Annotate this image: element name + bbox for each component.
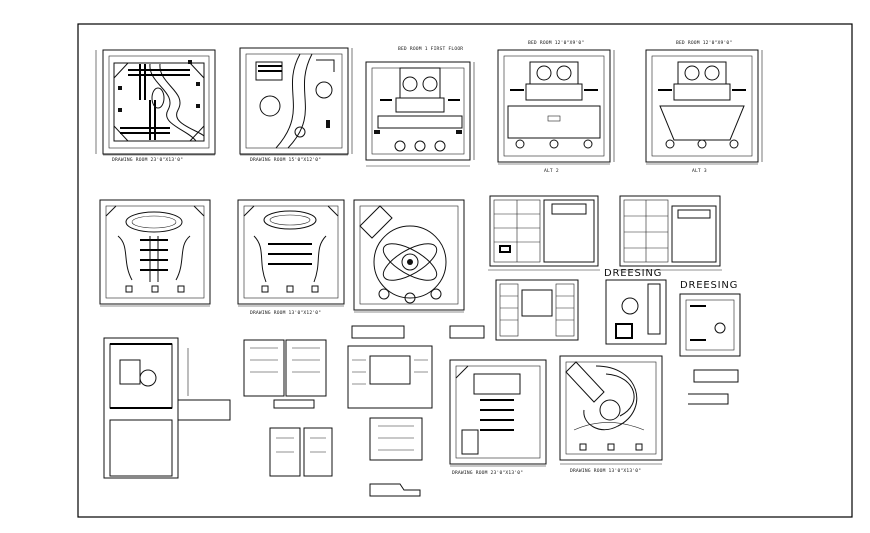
center-elevations — [347, 325, 485, 497]
label-bed-room-first-floor: BED ROOM 1 FIRST FLOOR — [398, 46, 463, 52]
tv-unit-elevation — [495, 279, 579, 341]
wardrobe-elevation-1 — [488, 195, 600, 271]
label-drawing-room-2: DRAWING ROOM 15'0"X12'0" — [250, 157, 321, 163]
label-drawing-room-3: DRAWING ROOM 13'0"X12'0" — [250, 310, 321, 316]
sheet-border — [77, 23, 853, 518]
ceiling-plan-drawing-room-5: DRAWING ROOM 23'0"X13'0" — [449, 359, 547, 476]
ceiling-plan-bed-room-first-floor: BED ROOM 1 FIRST FLOOR — [365, 46, 475, 167]
ceiling-plan-bed-room-alt-3: BED ROOM 12'0"X9'0" ALT 3 — [645, 40, 763, 174]
floor-plan-site — [103, 337, 231, 479]
dressing-plan-2 — [679, 293, 741, 405]
label-dressing-1: DREESING — [604, 268, 662, 279]
ceiling-plan-curved-lounge: DRAWING ROOM 13'0"X13'0" — [559, 355, 663, 474]
ceiling-plan-bed-room-alt-2: BED ROOM 12'0"X9'0" ALT 2 — [497, 40, 615, 174]
ceiling-plan-drawing-room-1: DRAWING ROOM 23'0"X13'0" — [95, 49, 216, 163]
label-bed-room-a: BED ROOM 12'0"X9'0" — [528, 40, 584, 46]
label-bed-room-b: BED ROOM 12'0"X9'0" — [676, 40, 732, 46]
dressing-plan-1 — [605, 279, 667, 345]
wardrobe-elevation-2 — [618, 195, 722, 271]
ceiling-plan-drawing-room-3 — [99, 199, 211, 307]
ceiling-plan-atom-design — [353, 199, 465, 313]
kitchen-elevations — [243, 339, 333, 477]
ceiling-plan-drawing-room-4: DRAWING ROOM 13'0"X12'0" — [237, 199, 345, 316]
label-drawing-room-1: DRAWING ROOM 23'0"X13'0" — [112, 157, 183, 163]
label-drawing-room-5: DRAWING ROOM 13'0"X13'0" — [570, 468, 641, 474]
label-alt-3: ALT 3 — [692, 168, 707, 174]
label-drawing-room-4: DRAWING ROOM 23'0"X13'0" — [452, 470, 523, 476]
ceiling-plan-drawing-room-2: DRAWING ROOM 15'0"X12'0" — [239, 47, 353, 163]
label-alt-2: ALT 2 — [544, 168, 559, 174]
label-dressing-2: DREESING — [680, 280, 738, 291]
